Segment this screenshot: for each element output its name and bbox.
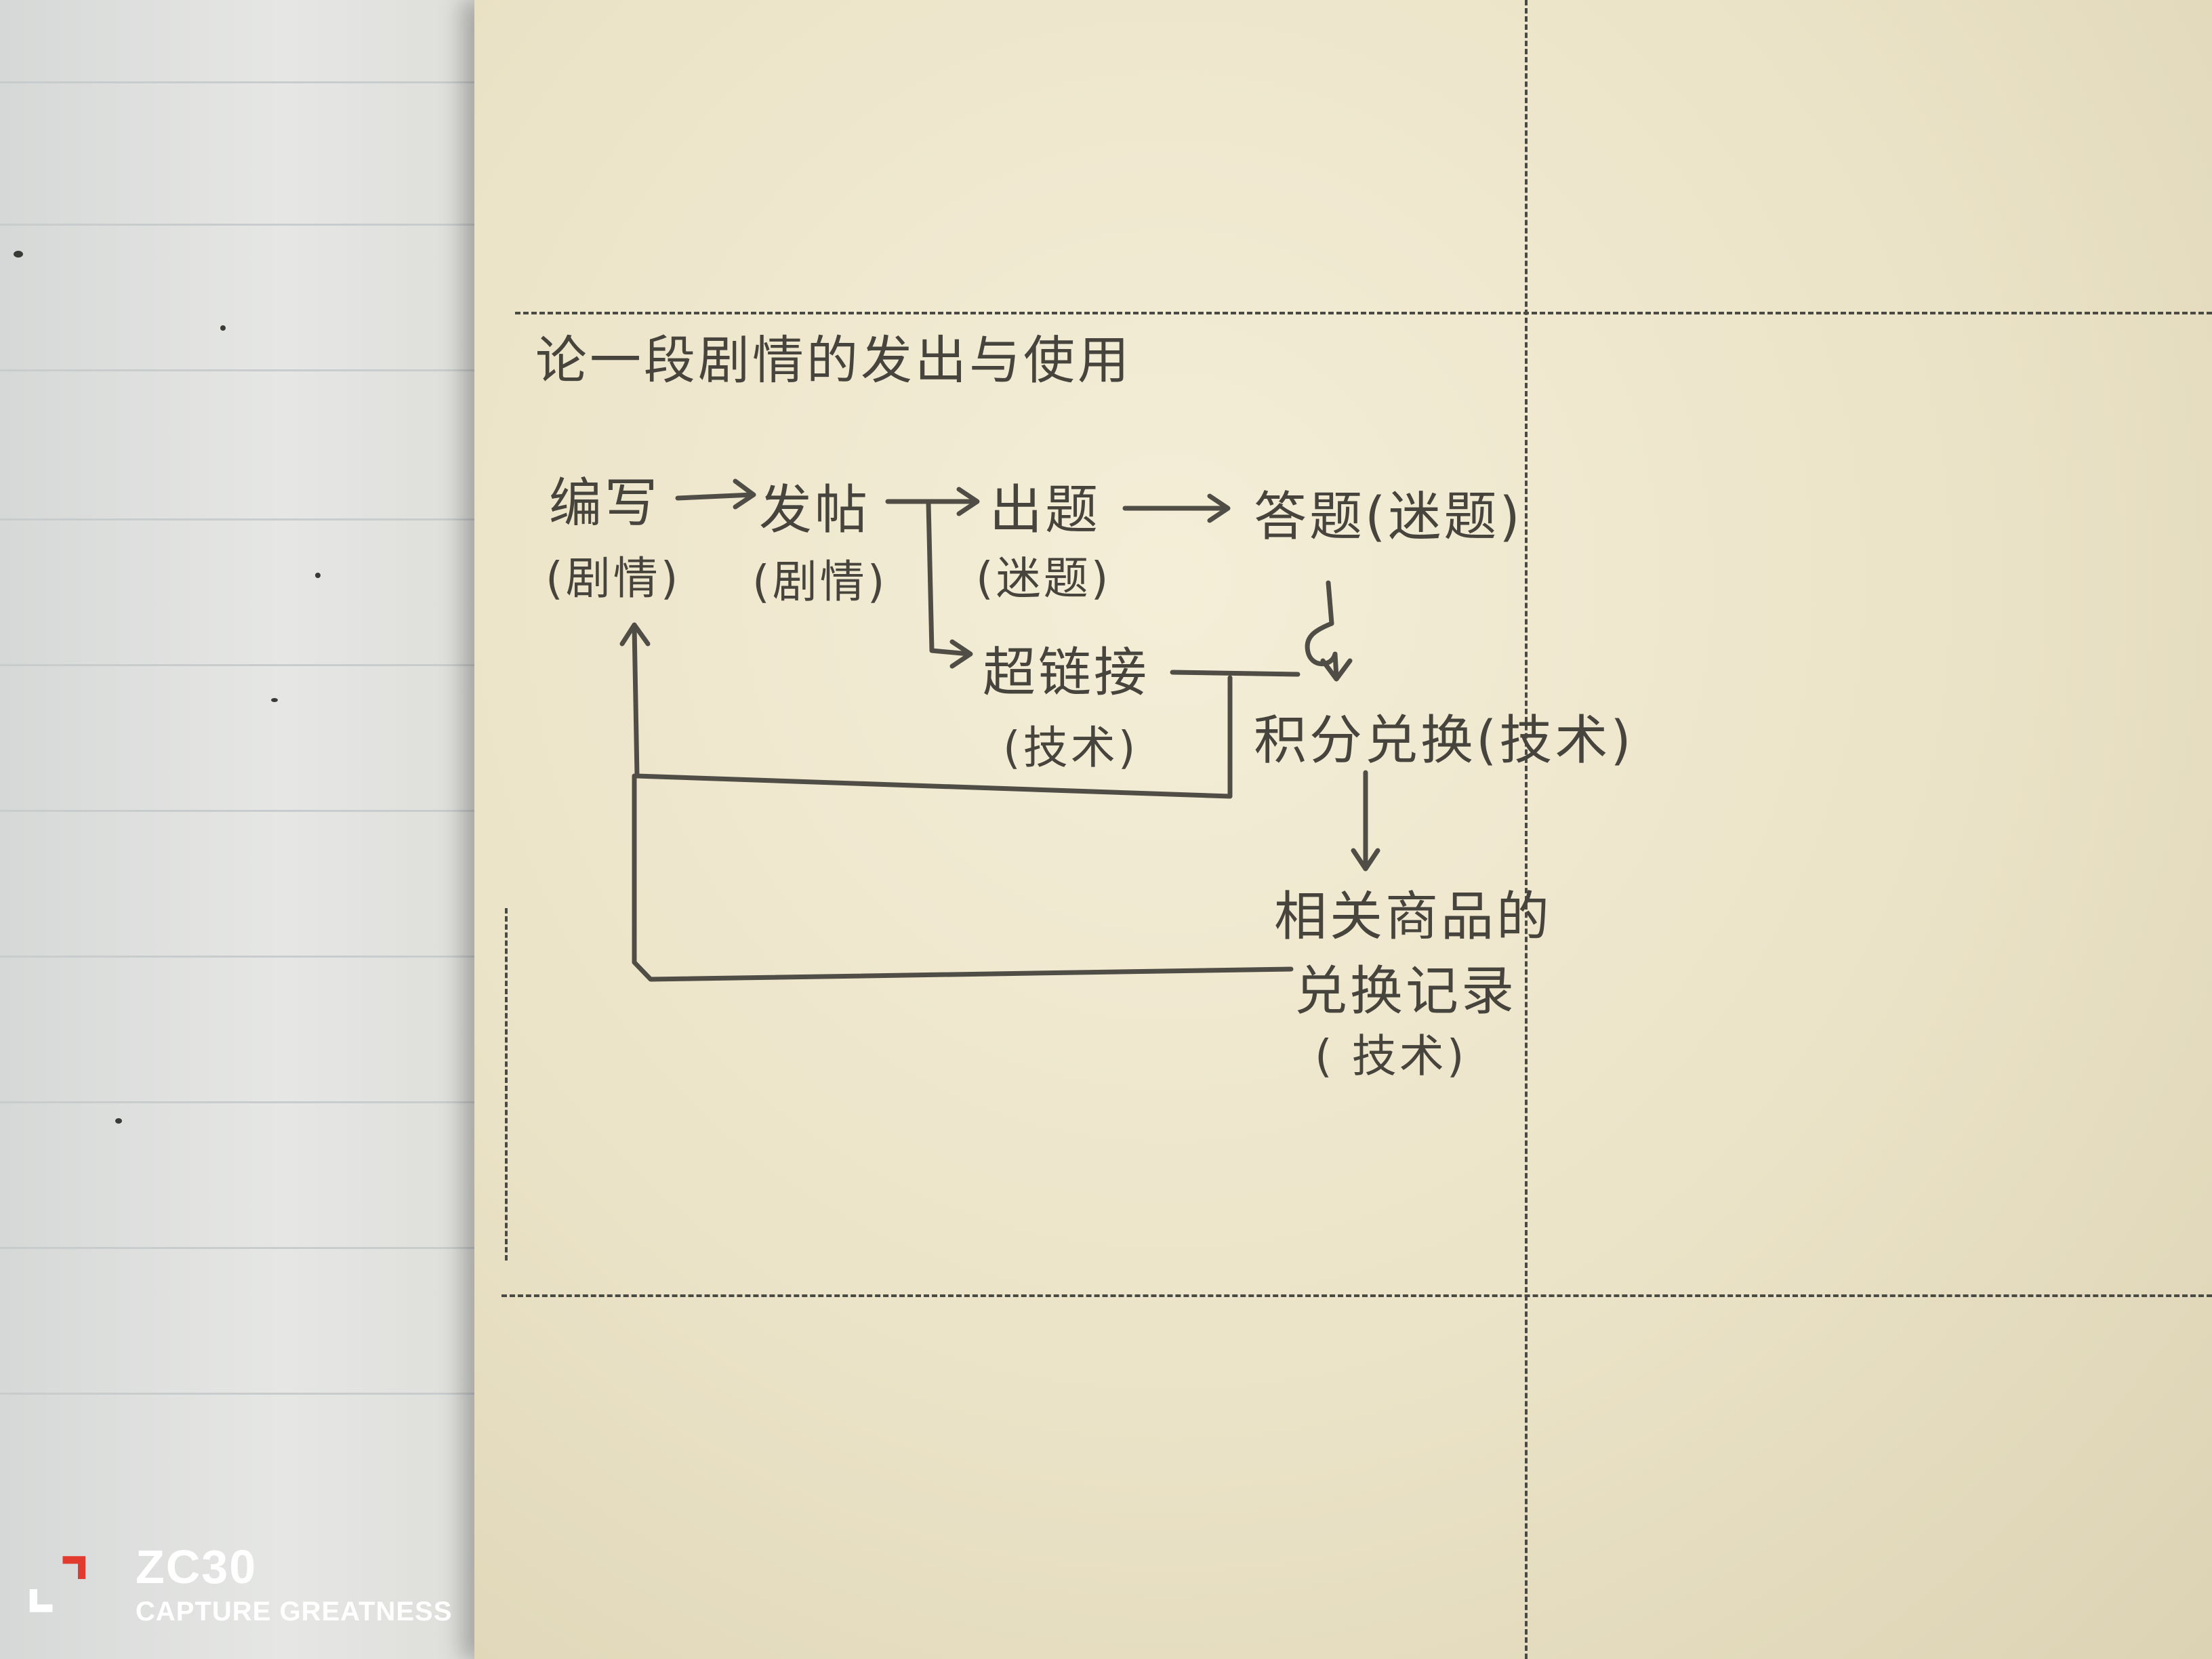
ruled-line xyxy=(0,956,515,958)
arrowhead xyxy=(956,487,980,516)
left-notebook-page xyxy=(0,0,515,1659)
ruled-line xyxy=(0,664,515,666)
arrowhead xyxy=(733,478,756,510)
camera-brand-logo-icon xyxy=(29,1556,86,1612)
loop-back-to-write xyxy=(632,624,1233,799)
ruled-line xyxy=(0,810,515,812)
node-hyperlink-sub: (技术) xyxy=(1003,722,1139,774)
arrowhead xyxy=(619,622,651,647)
ink-speck xyxy=(14,251,23,258)
node-question-sub: (迷题) xyxy=(976,552,1111,605)
node-record-line2: 兑换记录 xyxy=(1294,961,1517,1022)
ink-speck xyxy=(220,325,226,331)
arrowhead xyxy=(949,639,973,669)
arrowhead xyxy=(1320,658,1353,682)
node-question: 出题 xyxy=(989,480,1101,541)
node-post: 发帖 xyxy=(759,480,871,541)
dashed-grid-line xyxy=(515,312,2212,314)
arrowhead xyxy=(1351,848,1380,872)
arrowhead xyxy=(1207,493,1231,523)
ink-speck xyxy=(315,573,321,578)
dashed-grid-line xyxy=(501,1294,2212,1297)
arrow-write-to-post xyxy=(675,492,755,501)
node-points-exchange: 积分兑换(技术) xyxy=(1254,710,1634,771)
node-record-sub: ( 技术) xyxy=(1315,1030,1467,1082)
node-write-sub: (剧情) xyxy=(546,552,681,605)
ruled-line xyxy=(0,369,515,371)
ink-speck xyxy=(115,1118,122,1124)
loop-record-to-write xyxy=(632,773,1294,982)
arrow-answer-to-points xyxy=(1305,580,1339,680)
dashed-grid-line xyxy=(505,908,508,1261)
node-write: 编写 xyxy=(549,473,661,534)
node-hyperlink: 超链接 xyxy=(983,642,1150,703)
ruled-line xyxy=(0,1393,515,1395)
ruled-line xyxy=(0,518,515,520)
dashed-grid-line xyxy=(1525,0,1528,1659)
node-record-line1: 相关商品的 xyxy=(1274,886,1553,947)
ruled-line xyxy=(0,1101,515,1103)
node-answer: 答题(迷题) xyxy=(1254,487,1523,548)
arrow-post-to-hyperlink xyxy=(926,500,972,657)
ruled-line xyxy=(0,1247,515,1249)
ruled-line xyxy=(0,81,515,83)
ruled-line xyxy=(0,224,515,226)
watermark-model: ZC30 xyxy=(136,1540,258,1593)
watermark-tagline: CAPTURE GREATNESS xyxy=(136,1597,453,1626)
line-hyperlink-to-merge xyxy=(1170,670,1300,677)
node-post-sub: (剧情) xyxy=(752,556,888,608)
ink-speck xyxy=(271,698,278,702)
diagram-title: 论一段剧情的发出与使用 xyxy=(535,330,1132,390)
notebook-page xyxy=(474,0,2212,1659)
